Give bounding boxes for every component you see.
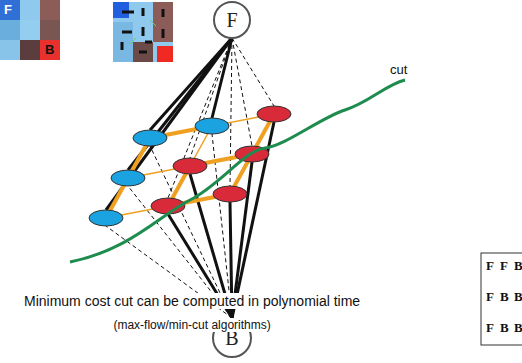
label-table <box>481 253 522 345</box>
table-cell: F <box>486 289 494 305</box>
node-label: F <box>226 9 237 32</box>
terminal-node: F <box>213 1 251 39</box>
caption-text: (max-flow/min-cut algorithms) <box>111 318 272 332</box>
pixel-label: F <box>4 2 12 17</box>
table-cell: F <box>486 320 494 336</box>
weighted-grid <box>113 2 173 62</box>
pixel-label: B <box>45 42 54 57</box>
table-cell: F <box>486 258 494 274</box>
table-cell: B <box>500 289 509 305</box>
table-cell: B <box>514 320 522 336</box>
cut-line <box>70 80 405 262</box>
table-cell: B <box>514 258 522 274</box>
table-cell: B <box>514 289 522 305</box>
table-cell: B <box>500 320 509 336</box>
cut-label: cut <box>388 62 409 77</box>
pixel-grid <box>0 0 60 60</box>
caption-text: Minimum cost cut can be computed in poly… <box>22 293 362 309</box>
table-cell: F <box>500 258 508 274</box>
